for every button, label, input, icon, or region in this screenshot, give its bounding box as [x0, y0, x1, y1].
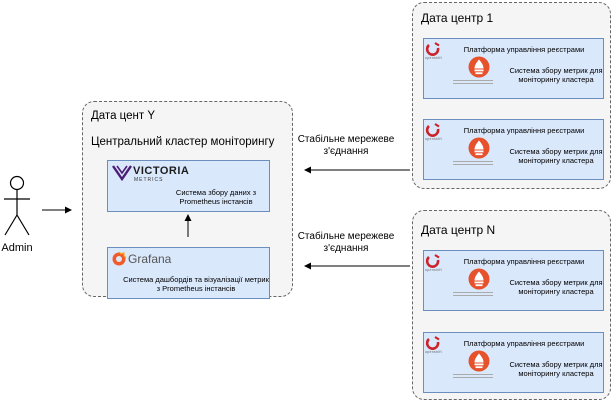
cluster-node-box-1[interactable]: openshift Платформа управління реєстрами… [423, 38, 604, 99]
victoria-description: Система збору даних з Prometheus інстанс… [175, 188, 257, 206]
link-label-bottom: Стабільне мережеве з'єднання [297, 231, 395, 254]
admin-actor-icon [4, 175, 30, 236]
openshift-brand: openshift [425, 268, 442, 272]
grafana-logo-text: Grafana [128, 252, 172, 266]
prometheus-icon [468, 56, 490, 78]
victoria-logo-text: VICTORIA [133, 165, 190, 177]
prometheus-icon [468, 268, 490, 290]
node-metrics-label: Система збору метрик для моніторингу кла… [509, 278, 603, 296]
grafana-box[interactable]: Grafana Система дашбордів та візуалізаці… [107, 247, 270, 299]
datacenter-1-title: Дата центр 1 [421, 11, 494, 25]
node-platform-label: Платформа управління реєстрами [463, 339, 585, 348]
prometheus-wordmark [453, 374, 493, 378]
openshift-brand: openshift [425, 56, 442, 60]
grafana-to-victoria-arrow [184, 214, 192, 237]
admin-label: Admin [1, 242, 33, 254]
openshift-icon [425, 123, 440, 137]
node-platform-label: Платформа управління реєстрами [463, 45, 585, 54]
cluster-node-box-2[interactable]: openshift Платформа управління реєстрами… [423, 332, 604, 393]
link-label-top: Стабільне мережеве з'єднання [297, 134, 395, 157]
datacenter-y-title: Дата цент Y [91, 110, 155, 122]
victoria-metrics-icon [112, 165, 132, 182]
openshift-icon [425, 254, 440, 268]
victoria-logo-sub: METRICS [134, 177, 164, 183]
node-metrics-label: Система збору метрик для моніторингу кла… [509, 360, 603, 378]
node-metrics-label: Система збору метрик для моніторингу кла… [509, 147, 603, 165]
node-platform-label: Платформа управління реєстрами [463, 257, 585, 266]
central-cluster-title: Центральний кластер моніторингу [91, 136, 275, 148]
prometheus-icon [468, 137, 490, 159]
openshift-icon [425, 42, 440, 56]
victoria-metrics-box[interactable]: VICTORIA METRICS Система збору даних з P… [107, 160, 270, 212]
grafana-icon [112, 251, 127, 266]
openshift-icon [425, 336, 440, 350]
datacenter-n-title: Дата центр N [421, 223, 496, 237]
prometheus-wordmark [453, 292, 493, 296]
prometheus-wordmark [453, 161, 493, 165]
prometheus-icon [468, 350, 490, 372]
grafana-description: Система дашбордів та візуалізації метрик… [123, 275, 269, 293]
cluster-node-box-1[interactable]: openshift Платформа управління реєстрами… [423, 250, 604, 311]
openshift-brand: openshift [425, 350, 442, 354]
cluster-node-box-2[interactable]: openshift Платформа управління реєстрами… [423, 119, 604, 180]
datacenter-y: Дата цент Y Центральний кластер монітори… [82, 101, 293, 299]
openshift-brand: openshift [425, 137, 442, 141]
node-platform-label: Платформа управління реєстрами [463, 126, 585, 135]
datacenter-n: Дата центр N openshift Платформа управлі… [412, 210, 611, 400]
node-metrics-label: Система збору метрик для моніторингу кла… [509, 66, 603, 84]
prometheus-wordmark [453, 80, 493, 84]
datacenter-1: Дата центр 1 openshift Платформа управлі… [412, 2, 611, 189]
